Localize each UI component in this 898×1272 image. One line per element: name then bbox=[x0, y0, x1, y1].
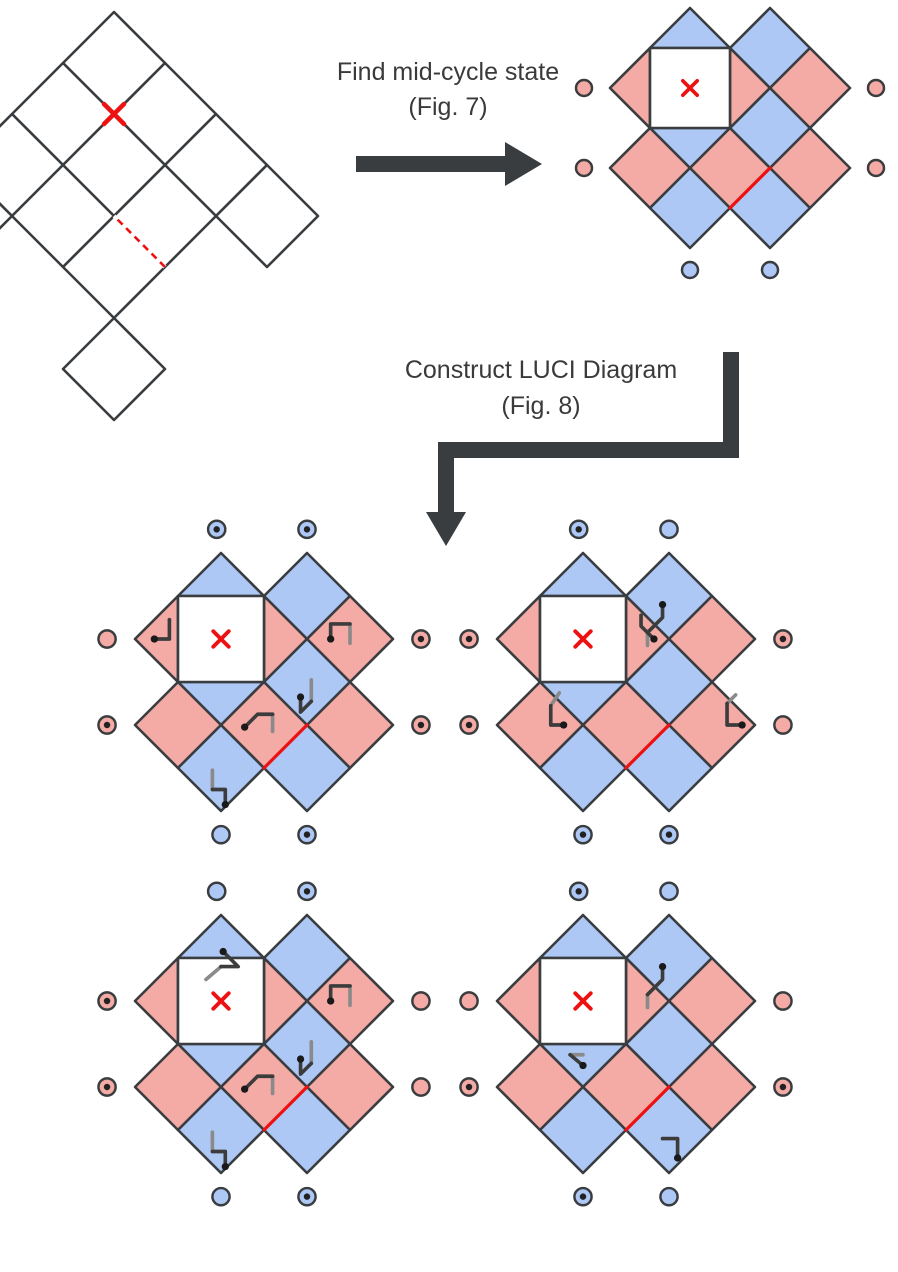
red-boundary-face bbox=[608, 46, 652, 130]
initial-lattice bbox=[0, 10, 320, 422]
dotted-circle-node-icon bbox=[773, 1077, 793, 1097]
elbow-arrow-icon bbox=[426, 352, 739, 546]
logical-boundary-edge bbox=[624, 723, 671, 770]
schedule-path-mark bbox=[210, 768, 229, 809]
dashed-boundary-line bbox=[113, 215, 166, 268]
dotted-circle-node-icon bbox=[97, 715, 117, 735]
schedule-path-mark bbox=[240, 1074, 275, 1096]
dotted-circle-node-icon bbox=[459, 629, 479, 649]
dotted-circle-node-icon bbox=[411, 629, 431, 649]
circle-node-icon bbox=[773, 991, 793, 1011]
circle-node-icon bbox=[773, 715, 793, 735]
dotted-circle-node-icon bbox=[459, 715, 479, 735]
right-arrow-icon bbox=[356, 142, 542, 186]
red-boundary-face bbox=[133, 956, 180, 1046]
dotted-circle-node-icon bbox=[568, 881, 589, 902]
circle-node-icon bbox=[411, 991, 431, 1011]
lattice-cell bbox=[214, 163, 320, 269]
dotted-circle-node-icon bbox=[97, 991, 117, 1011]
schedule-path-mark bbox=[210, 1130, 229, 1171]
schedule-path-mark bbox=[568, 1052, 587, 1070]
dotted-circle-node-icon bbox=[573, 824, 593, 845]
circle-node-icon bbox=[680, 260, 700, 280]
dotted-circle-node-icon bbox=[773, 629, 793, 649]
schedule-path-mark bbox=[326, 622, 352, 646]
step1-label-line1: Find mid-cycle state bbox=[337, 58, 559, 86]
dotted-circle-node-icon bbox=[297, 1186, 317, 1207]
schedule-path-mark bbox=[645, 962, 667, 1010]
circle-node-icon bbox=[659, 1186, 679, 1207]
circle-node-icon bbox=[866, 158, 886, 178]
red-boundary-face bbox=[495, 956, 542, 1046]
blue-boundary-face bbox=[176, 551, 266, 598]
x-mark-icon bbox=[211, 629, 231, 649]
red-boundary-face bbox=[495, 594, 542, 684]
schedule-path-mark bbox=[204, 947, 241, 982]
schedule-path-mark bbox=[660, 1136, 682, 1162]
schedule-path-mark bbox=[725, 693, 746, 729]
x-mark-icon bbox=[211, 991, 231, 1011]
logical-boundary-edge bbox=[728, 166, 772, 210]
circle-node-icon bbox=[459, 991, 479, 1011]
blue-boundary-face bbox=[648, 6, 732, 50]
step2-label-line1: Construct LUCI Diagram bbox=[405, 356, 677, 384]
circle-node-icon bbox=[574, 158, 594, 178]
circle-node-icon bbox=[411, 1077, 431, 1097]
circle-node-icon bbox=[659, 519, 679, 540]
x-mark-icon bbox=[101, 101, 127, 127]
dotted-circle-node-icon bbox=[568, 519, 589, 540]
schedule-path-mark bbox=[326, 984, 352, 1008]
circle-node-icon bbox=[97, 629, 117, 649]
schedule-path-mark bbox=[548, 690, 568, 729]
logical-boundary-edge bbox=[624, 1085, 671, 1132]
circle-node-icon bbox=[211, 1186, 231, 1207]
schedule-path-mark bbox=[645, 600, 667, 648]
dotted-circle-node-icon bbox=[411, 715, 431, 735]
schedule-path-mark bbox=[639, 613, 658, 643]
mid-cycle-state-diagram bbox=[574, 6, 886, 280]
lattice-cell bbox=[61, 316, 167, 422]
circle-node-icon bbox=[574, 78, 594, 98]
x-mark-icon bbox=[573, 991, 593, 1011]
luci-panel-bottom-right bbox=[459, 881, 793, 1207]
blue-boundary-face bbox=[538, 551, 628, 598]
logical-boundary-edge bbox=[262, 1085, 309, 1132]
x-mark-icon bbox=[573, 629, 593, 649]
dotted-circle-node-icon bbox=[659, 824, 679, 845]
dotted-circle-node-icon bbox=[459, 1077, 479, 1097]
schedule-path-mark bbox=[150, 617, 172, 643]
dotted-circle-node-icon bbox=[297, 824, 317, 845]
dotted-circle-node-icon bbox=[97, 1077, 117, 1097]
dotted-circle-node-icon bbox=[297, 881, 317, 902]
blue-boundary-face bbox=[538, 913, 628, 960]
dotted-circle-node-icon bbox=[297, 519, 317, 540]
luci-panel-top-left bbox=[97, 519, 431, 845]
circle-node-icon bbox=[659, 881, 679, 902]
step2-label-line2: (Fig. 8) bbox=[501, 392, 580, 420]
circle-node-icon bbox=[206, 881, 227, 902]
step1-label-line2: (Fig. 7) bbox=[408, 93, 487, 121]
circle-node-icon bbox=[211, 824, 231, 845]
logical-boundary-edge bbox=[262, 723, 309, 770]
x-mark-icon bbox=[680, 79, 700, 97]
schedule-path-mark bbox=[296, 1040, 314, 1076]
schedule-path-mark bbox=[296, 678, 314, 714]
circle-node-icon bbox=[760, 260, 780, 280]
lattice-cell bbox=[0, 202, 14, 230]
schedule-path-mark bbox=[240, 712, 275, 734]
circle-node-icon bbox=[866, 78, 886, 98]
dotted-circle-node-icon bbox=[206, 519, 227, 540]
luci-panel-bottom-left bbox=[97, 881, 431, 1207]
luci-panel-top-right bbox=[459, 519, 793, 845]
dotted-circle-node-icon bbox=[573, 1186, 593, 1207]
